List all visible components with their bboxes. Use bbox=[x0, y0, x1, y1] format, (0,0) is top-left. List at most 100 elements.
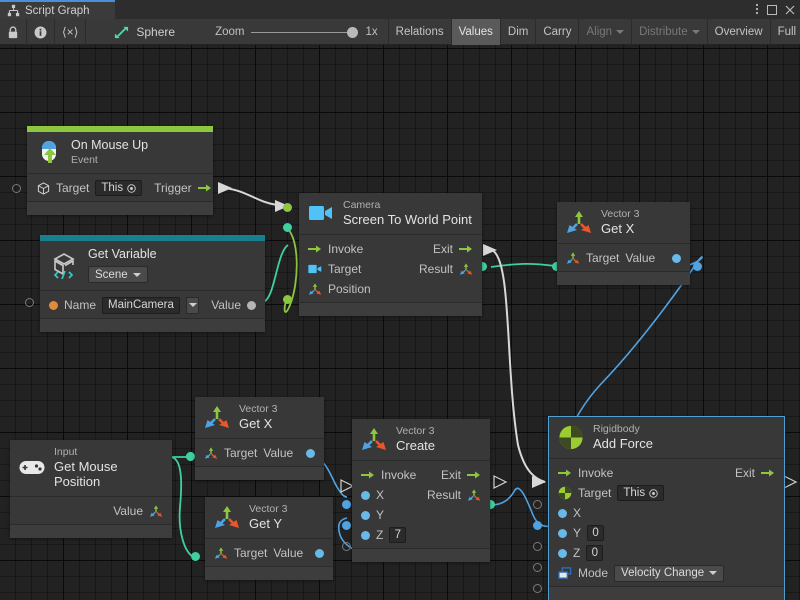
row-z: Z 0 bbox=[549, 543, 784, 563]
toolbar-button-relations[interactable]: Relations bbox=[387, 18, 452, 45]
name-port-dot[interactable] bbox=[49, 300, 58, 310]
port-rigidbody-mode[interactable] bbox=[533, 584, 542, 593]
value-port-dot[interactable] bbox=[672, 253, 681, 263]
toolbar-button-carry[interactable]: Carry bbox=[536, 18, 580, 45]
port-get-variable-value[interactable] bbox=[283, 295, 292, 304]
node-header: Vector 3 Get X bbox=[195, 397, 324, 438]
vector3-icon bbox=[467, 488, 481, 502]
target-label: Target bbox=[224, 446, 258, 460]
mode-dropdown[interactable]: Velocity Change bbox=[614, 564, 725, 582]
node-body: Invoke Exit X Result Y bbox=[352, 460, 490, 548]
value-label: Value bbox=[113, 504, 143, 518]
node-header-text: Vector 3 Get X bbox=[601, 208, 640, 236]
port-rigidbody-y[interactable] bbox=[533, 542, 542, 551]
toolbar-button-overview[interactable]: Overview bbox=[708, 18, 771, 45]
port-get-variable-name[interactable] bbox=[25, 298, 34, 307]
port-camera-target[interactable] bbox=[283, 223, 292, 232]
zoom-label: Zoom bbox=[215, 26, 245, 38]
row-y: Y 0 bbox=[549, 523, 784, 543]
toolbar-button-dim[interactable]: Dim bbox=[501, 18, 537, 45]
minimize-icon[interactable] bbox=[766, 5, 777, 16]
x-port-dot[interactable] bbox=[558, 508, 567, 518]
node-vector3-create[interactable]: Vector 3 Create Invoke Exit X Result bbox=[352, 419, 490, 562]
port-vector3-create-y[interactable] bbox=[342, 521, 351, 530]
node-on-mouse-up[interactable]: On Mouse Up Event Target This Trigger bbox=[27, 126, 213, 215]
row-value: Value bbox=[10, 501, 172, 521]
port-camera-invoke[interactable] bbox=[283, 203, 292, 212]
y-port-dot[interactable] bbox=[558, 528, 567, 538]
kebab-menu-icon[interactable] bbox=[755, 3, 759, 17]
value-port-dot[interactable] bbox=[315, 548, 325, 558]
variable-scope-dropdown[interactable]: Scene bbox=[88, 266, 148, 283]
info-button[interactable] bbox=[27, 19, 55, 45]
z-port-dot[interactable] bbox=[361, 530, 370, 540]
name-label: Name bbox=[64, 298, 97, 312]
node-vector3-get-x-top[interactable]: Vector 3 Get X Target Value bbox=[557, 202, 690, 285]
port-vector3-getx-mid-target[interactable] bbox=[186, 452, 195, 461]
port-vector3-create-result[interactable] bbox=[486, 500, 495, 509]
toolbar-button-distribute[interactable]: Distribute bbox=[632, 18, 708, 45]
zoom-slider[interactable] bbox=[251, 26, 359, 38]
variable-name-dropdown-button[interactable] bbox=[185, 296, 200, 314]
target-this-field[interactable]: This bbox=[617, 485, 665, 501]
port-vector3-gety-target[interactable] bbox=[191, 552, 200, 561]
port-rigidbody-x[interactable] bbox=[533, 521, 542, 530]
x-port-dot[interactable] bbox=[361, 490, 370, 500]
row-target: Target This Trigger bbox=[27, 178, 213, 198]
trigger-label: Trigger bbox=[154, 181, 192, 195]
flow-arrow-icon bbox=[361, 468, 375, 482]
node-vector3-get-y[interactable]: Vector 3 Get Y Target Value bbox=[205, 497, 333, 580]
row-target-value: Target Value bbox=[557, 248, 690, 268]
row-invoke-exit: Invoke Exit bbox=[549, 463, 784, 483]
port-vector3-getx-top-value[interactable] bbox=[693, 262, 702, 271]
node-vector3-get-x-mid[interactable]: Vector 3 Get X Target Value bbox=[195, 397, 324, 480]
node-input-get-mouse-position[interactable]: Input Get Mouse Position Value bbox=[10, 440, 172, 538]
variable-name-field[interactable]: MainCamera bbox=[102, 296, 180, 314]
port-camera-result[interactable] bbox=[478, 262, 487, 271]
tab-script-graph[interactable]: Script Graph bbox=[0, 0, 115, 19]
zoom-slider-knob[interactable] bbox=[347, 26, 359, 38]
flow-arrow-icon bbox=[459, 242, 473, 256]
toolbar-button-full-screen[interactable]: Full Screen bbox=[771, 19, 800, 45]
node-footer bbox=[549, 586, 784, 600]
target-this-field[interactable]: This bbox=[95, 180, 143, 196]
z-value-field[interactable]: 0 bbox=[586, 545, 604, 561]
target-this-value: This bbox=[623, 487, 646, 499]
node-rigidbody-add-force[interactable]: Rigidbody Add Force Invoke Exit Target bbox=[548, 416, 785, 600]
lock-button[interactable] bbox=[0, 19, 27, 45]
zoom-control: Zoom 1x bbox=[182, 19, 386, 45]
port-vector3-create-z[interactable] bbox=[342, 542, 351, 551]
node-camera-screen-to-world-point[interactable]: Camera Screen To World Point Invoke Exit… bbox=[299, 193, 482, 316]
y-label: Y bbox=[376, 508, 385, 522]
port-rigidbody-z[interactable] bbox=[533, 563, 542, 572]
vector3-icon bbox=[214, 504, 240, 530]
toolbar-button-align[interactable]: Align bbox=[579, 18, 633, 45]
port-vector3-getx-top-target[interactable] bbox=[552, 262, 561, 271]
gameobject-icon bbox=[36, 181, 50, 195]
code-view-button[interactable]: ⟨×⟩ bbox=[55, 19, 87, 45]
vector3-icon bbox=[204, 404, 230, 430]
node-footer bbox=[40, 318, 265, 332]
port-on-mouse-up-target[interactable] bbox=[12, 184, 21, 193]
close-icon[interactable] bbox=[784, 5, 795, 16]
zoom-slider-track bbox=[251, 31, 359, 33]
window-tabbar: Script Graph bbox=[0, 0, 800, 19]
value-port-dot[interactable] bbox=[247, 300, 256, 310]
value-port-dot[interactable] bbox=[306, 448, 315, 458]
toolbar-button-values[interactable]: Values bbox=[451, 18, 501, 45]
node-get-variable[interactable]: Get Variable Scene Name MainCamera Value bbox=[40, 235, 265, 332]
port-vector3-create-x[interactable] bbox=[342, 500, 351, 509]
picker-icon bbox=[127, 183, 136, 193]
z-value-field[interactable]: 7 bbox=[389, 527, 407, 543]
z-port-dot[interactable] bbox=[558, 548, 567, 558]
chevron-down-icon bbox=[709, 571, 718, 575]
target-this-value: This bbox=[101, 182, 124, 194]
y-value-field[interactable]: 0 bbox=[587, 525, 605, 541]
flow-arrow-icon bbox=[308, 242, 322, 256]
graph-canvas[interactable]: On Mouse Up Event Target This Trigger bbox=[0, 45, 800, 600]
graph-target[interactable]: Sphere bbox=[86, 19, 182, 45]
y-port-dot[interactable] bbox=[361, 510, 370, 520]
node-body: Target Value bbox=[195, 438, 324, 466]
port-rigidbody-target[interactable] bbox=[533, 500, 542, 509]
